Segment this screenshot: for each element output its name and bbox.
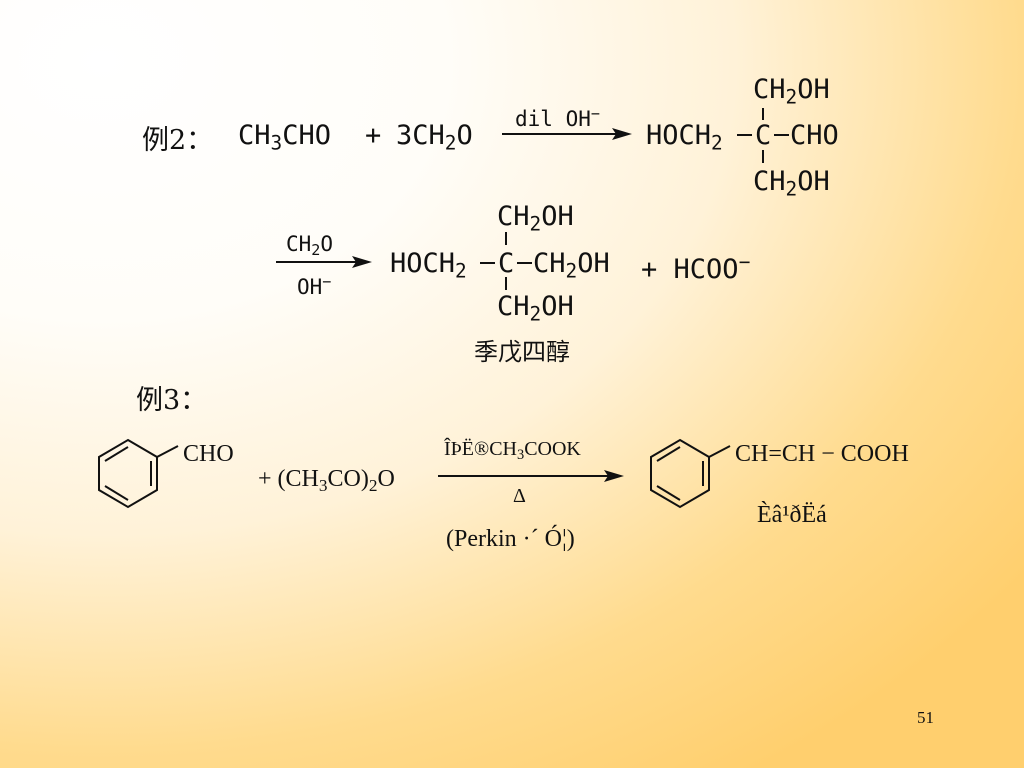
product-name-pentaerythritol: 季戊四醇 xyxy=(474,338,570,366)
reagent-acetic-anhydride: + (CH3CO)2O xyxy=(258,466,395,495)
page-number: 51 xyxy=(917,708,934,727)
arrow3-bottom-heat: Δ xyxy=(513,485,526,507)
product1-bonds xyxy=(737,108,789,163)
byproduct-formate: + HCOO− xyxy=(641,250,751,285)
reactant-acetaldehyde: CH3CHO xyxy=(238,120,331,155)
arrow3-top-condition: ÎÞË®CH3COOK xyxy=(444,438,581,464)
reaction-arrow-2 xyxy=(276,256,372,268)
product1-left-group: HOCH2 xyxy=(646,120,723,155)
product2-left-group: HOCH2 xyxy=(390,248,467,283)
product1-bottom-group: CH2OH xyxy=(753,166,830,201)
product-chain: CH=CH − COOH xyxy=(735,441,909,467)
product2-right-group: CH2OH xyxy=(533,248,610,283)
reactant-formaldehyde: 3CH2O xyxy=(396,120,473,155)
product-name-cinnamic-acid: Èâ¹ðËá xyxy=(757,502,827,528)
example3-label: 例3： xyxy=(136,385,208,416)
benzene-ring-reactant-icon xyxy=(98,438,179,509)
arrow2-bottom-reagent: OH− xyxy=(297,272,332,299)
arrow2-top-reagent: CH2O xyxy=(286,232,334,260)
plus-sign-1: + xyxy=(365,120,382,151)
product2-top-group: CH2OH xyxy=(497,201,574,236)
reaction-arrow-3 xyxy=(438,470,624,482)
reaction-arrow-1 xyxy=(502,128,632,140)
product2-bottom-group: CH2OH xyxy=(497,291,574,326)
product2-bonds xyxy=(480,232,532,290)
arrow1-condition: dil OH− xyxy=(515,104,600,131)
product2-center-carbon: C xyxy=(498,248,515,279)
reactant-aldehyde-group: CHO xyxy=(183,441,234,467)
benzene-ring-product-icon xyxy=(650,438,731,509)
reaction-name-perkin: (Perkin ·´ Ó¦) xyxy=(446,526,575,552)
product1-top-group: CH2OH xyxy=(753,74,830,109)
product1-right-group: CHO xyxy=(790,120,839,151)
example2-label: 例2： xyxy=(142,125,214,156)
product1-center-carbon: C xyxy=(755,120,772,151)
